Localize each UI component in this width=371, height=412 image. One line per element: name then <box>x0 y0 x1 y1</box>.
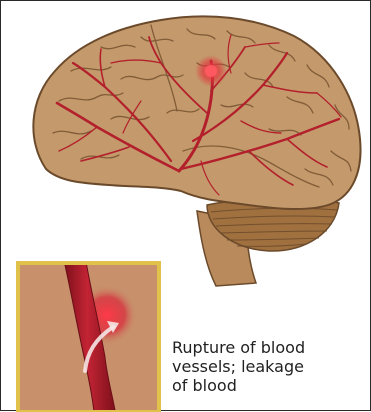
ruptured-vessel-inset <box>18 256 159 412</box>
cerebrum <box>33 16 360 209</box>
hemorrhage-core <box>205 65 217 77</box>
caption-label: Rupture of blood vessels; leakage of blo… <box>172 338 367 395</box>
